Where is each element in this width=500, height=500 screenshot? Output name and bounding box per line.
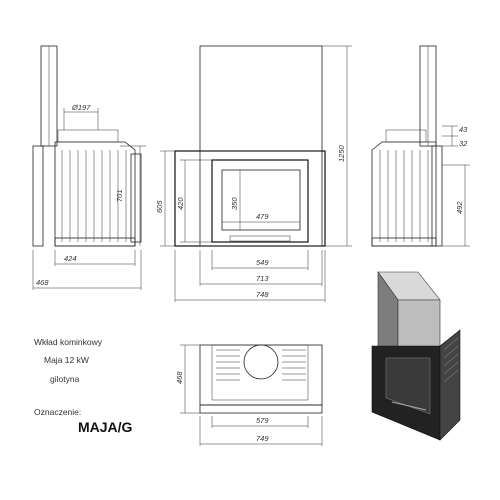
dim-side-right-offset-top: 43 <box>459 125 468 134</box>
dim-front-body-width: 713 <box>256 274 269 283</box>
dim-side-left-height: 701 <box>115 189 124 202</box>
dim-front-door-height: 420 <box>176 197 185 210</box>
dim-front-glass-height: 350 <box>230 197 239 210</box>
dim-side-left-diameter: Ø197 <box>71 103 91 112</box>
dim-front-door-width: 549 <box>256 258 269 267</box>
label-caption: Oznaczenie: <box>34 407 82 417</box>
dim-front-frame-width: 748 <box>256 290 269 299</box>
description-line-2: Maja 12 kW <box>44 355 89 365</box>
dim-front-glass-width: 479 <box>256 212 269 221</box>
dim-front-frame-height: 605 <box>155 200 164 213</box>
dim-side-left-depth-inner: 424 <box>64 254 77 263</box>
description-line-1: Wkład kominkowy <box>34 337 103 347</box>
dim-top-depth: 468 <box>175 371 184 384</box>
dim-side-right-height: 492 <box>455 201 464 214</box>
front-view: 1250 605 420 350 479 549 713 748 <box>155 45 352 302</box>
side-view-right: 43 32 492 <box>371 45 470 247</box>
description-line-3: gilotyna <box>50 374 80 384</box>
top-view: 468 579 749 <box>175 344 323 446</box>
dim-top-outer-width: 749 <box>256 434 269 443</box>
model-code: MAJA/G <box>78 419 133 435</box>
product-render <box>371 271 461 441</box>
side-view-left: Ø197 701 424 468 <box>32 45 146 290</box>
dim-top-inner-width: 579 <box>256 416 269 425</box>
dim-side-right-offset-mid: 32 <box>459 139 468 148</box>
dim-side-left-depth-outer: 468 <box>36 278 49 287</box>
dim-front-total-height: 1250 <box>337 144 346 162</box>
